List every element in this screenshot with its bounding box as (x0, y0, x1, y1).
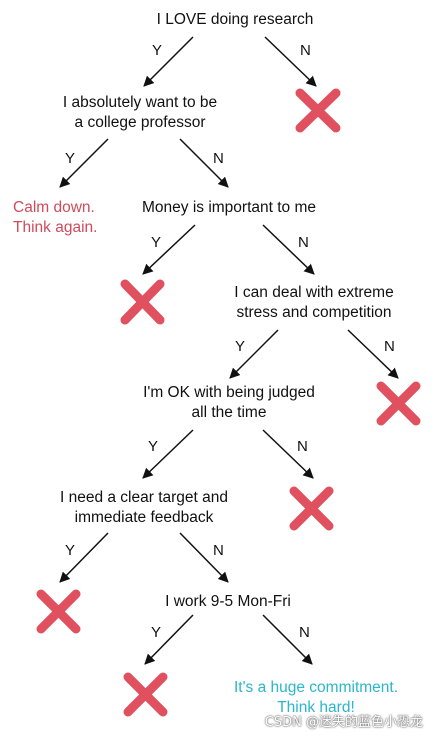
cross-icon (295, 88, 341, 133)
no-label: N (297, 438, 308, 455)
arrow-n5-no (262, 429, 314, 479)
no-label: N (300, 42, 311, 59)
arrow-n4-yes (229, 329, 279, 379)
arrow-n7-no (262, 614, 313, 665)
arrow-n3-no (262, 224, 315, 275)
cross-icon (376, 381, 421, 426)
question-being-judged: I'm OK with being judged all the time (143, 384, 315, 421)
no-label: N (384, 338, 395, 355)
arrow-n7-yes (144, 614, 194, 665)
arrow-n2-yes (59, 138, 109, 188)
arrow-n2-no (179, 138, 229, 188)
yes-label: Y (151, 624, 161, 641)
watermark: CSDN @迷失的蓝色小恐龙 (264, 715, 423, 730)
question-work-hours: I work 9-5 Mon-Fri (165, 593, 291, 610)
arrow-n6-no (179, 532, 229, 583)
question-stress-competition: I can deal with extreme stress and compe… (234, 284, 394, 321)
yes-label: Y (152, 42, 162, 59)
arrow-n5-yes (142, 429, 194, 479)
no-label: N (299, 624, 310, 641)
outcome-huge-commitment: It's a huge commitment. Think hard! (233, 679, 399, 716)
arrow-n6-yes (59, 532, 109, 583)
cross-icon (289, 486, 334, 531)
question-money-important: Money is important to me (141, 199, 317, 216)
no-label: N (298, 234, 309, 251)
yes-label: Y (151, 234, 161, 251)
cross-icon (36, 589, 81, 634)
yes-label: Y (65, 150, 75, 167)
yes-label: Y (235, 338, 245, 355)
cross-icon (123, 672, 168, 717)
question-clear-target: I need a clear target and immediate feed… (59, 489, 229, 526)
outcome-calm-down: Calm down. Think again. (13, 199, 98, 236)
arrow-n4-no (347, 329, 399, 379)
yes-label: Y (65, 542, 75, 559)
yes-label: Y (148, 438, 158, 455)
no-label: N (213, 150, 224, 167)
question-love-research: I LOVE doing research (156, 11, 314, 28)
no-label: N (213, 542, 224, 559)
question-college-professor: I absolutely want to be a college profes… (62, 94, 218, 131)
arrow-n3-yes (142, 224, 196, 275)
arrow-n1-yes (143, 36, 194, 87)
cross-icon (120, 279, 165, 325)
arrow-n1-no (264, 36, 317, 87)
